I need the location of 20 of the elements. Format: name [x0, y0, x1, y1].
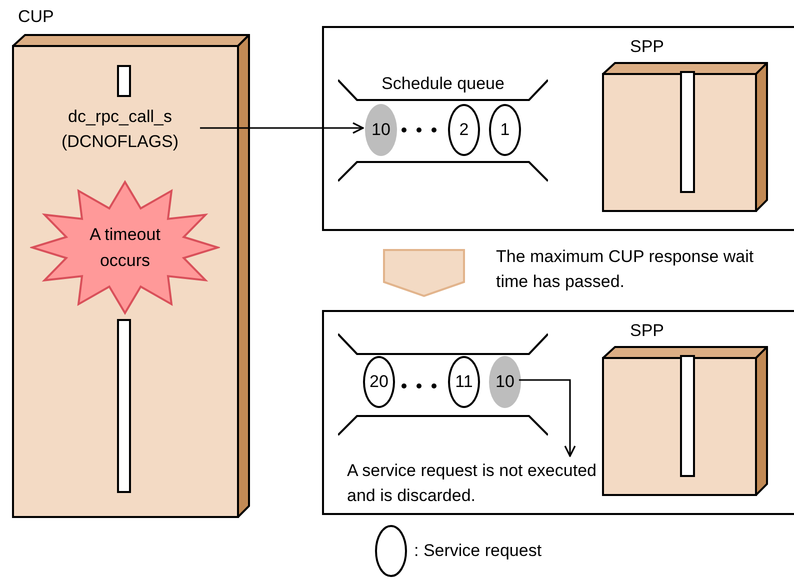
note-text: A service request is not executed and is discarded. — [347, 458, 609, 508]
service-request-ellipse: 2 — [448, 104, 480, 156]
legend-text: : Service request — [414, 541, 542, 561]
service-request-ellipse: 10 — [489, 356, 521, 408]
queue-label: Schedule queue — [380, 74, 506, 94]
panel-frame — [322, 310, 794, 515]
block-arrow — [383, 249, 465, 298]
component-label: CUP — [18, 6, 54, 28]
service-request-ellipse: 10 — [365, 104, 397, 156]
service-request-ellipse: 20 — [363, 356, 395, 408]
alert-text: A timeout occurs — [88, 224, 162, 272]
component-label: SPP — [630, 320, 664, 342]
arrow — [519, 379, 576, 457]
panel-frame — [322, 26, 794, 231]
component-label: SPP — [630, 36, 664, 58]
service-request-ellipse: 11 — [448, 356, 480, 408]
note-text: dc_rpc_call_s (DCNOFLAGS) — [40, 104, 200, 154]
edge-label: The maximum CUP response wait time has passed. — [496, 246, 755, 293]
arrow — [200, 122, 364, 134]
service-request-ellipse: 1 — [489, 104, 521, 156]
